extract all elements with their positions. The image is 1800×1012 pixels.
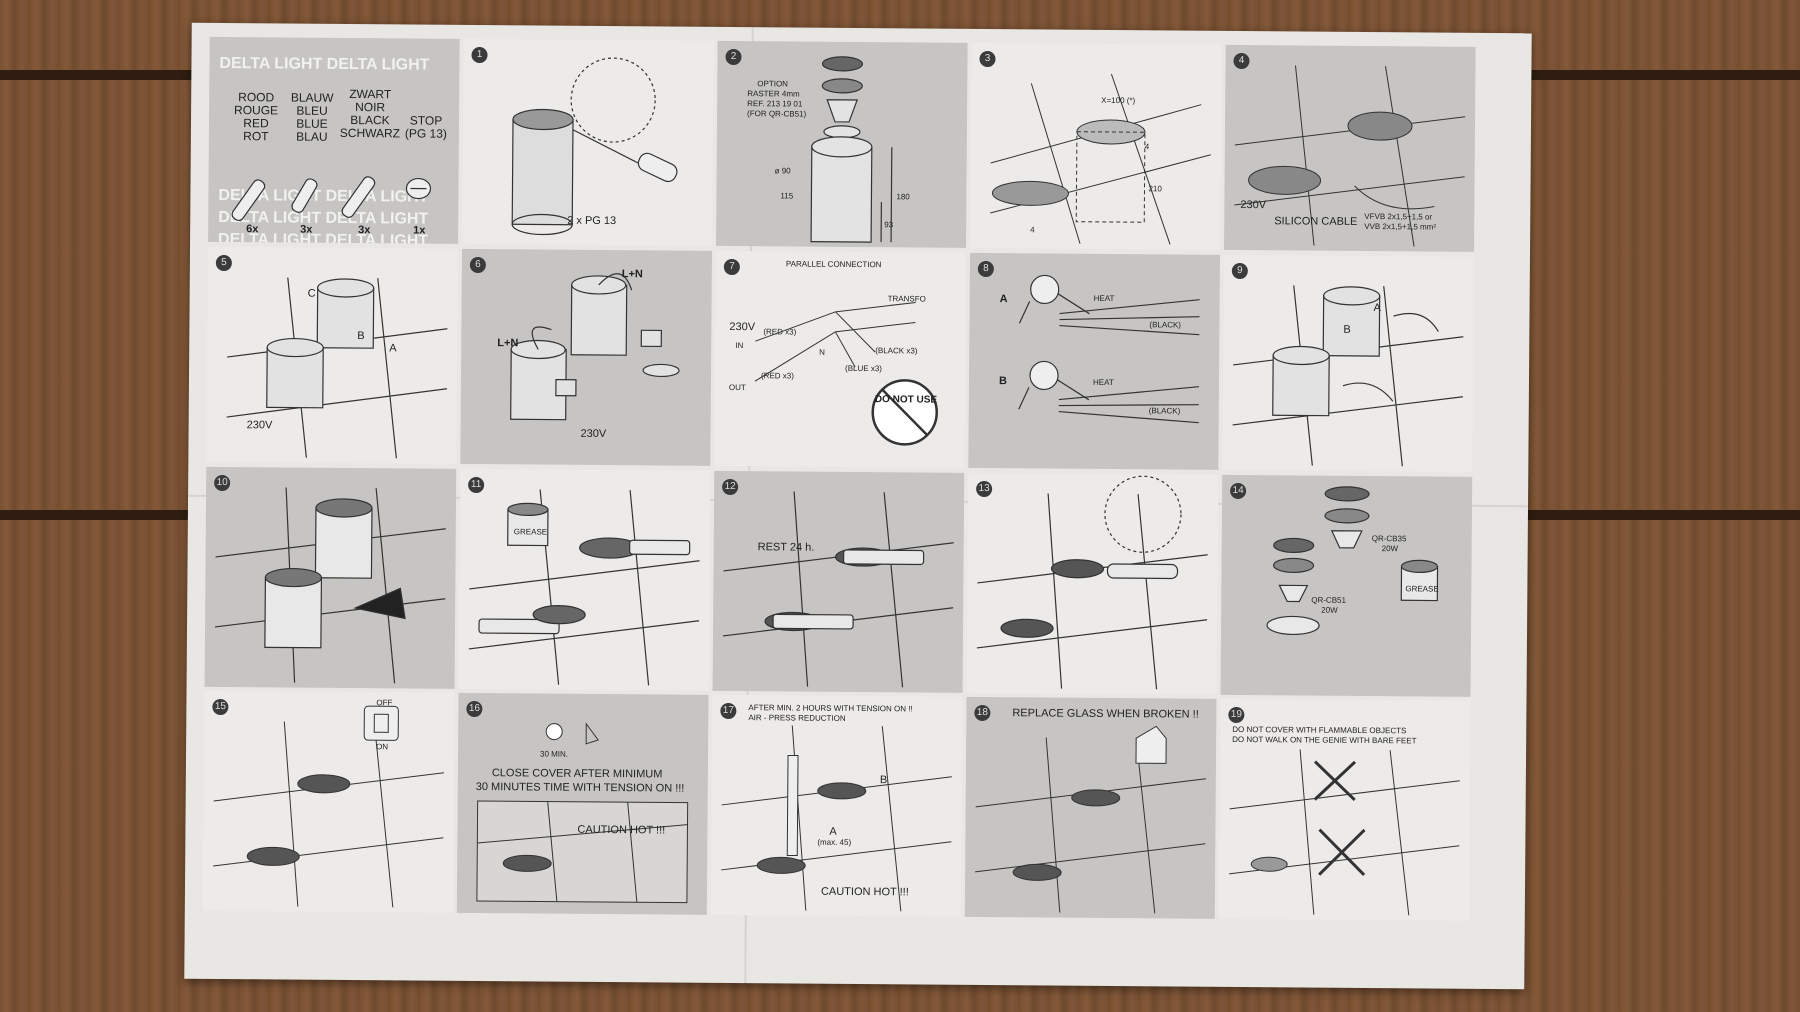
dim-93: 93 <box>884 220 894 230</box>
step-12-panel: 12 REST 24 h. <box>712 470 965 693</box>
black-label-2: (BLACK) <box>1148 406 1181 416</box>
do-not-use-label: DO NOT USE <box>874 394 938 406</box>
step-14-panel: 14 QR-CB35 20W QR-CB51 20W GREASE <box>1220 474 1473 697</box>
step-6-drawing <box>510 273 680 421</box>
watt-label-a: 20W <box>1381 544 1399 554</box>
label-b: B <box>879 774 888 787</box>
step-3-drawing <box>990 73 1211 245</box>
qty-black: 3x <box>358 224 371 237</box>
step-11-drawing <box>468 489 700 686</box>
step-10-drawing <box>214 487 446 684</box>
voltage-label: 230V <box>580 427 607 441</box>
step-17-panel: 17 AFTER MIN. 2 HOURS WITH TENSION ON !!… <box>710 694 963 917</box>
connector-drawings <box>231 176 432 222</box>
grease-label: GREASE <box>1405 584 1439 594</box>
x-dimension: X=100 (*) <box>1101 95 1136 106</box>
qty-blue: 3x <box>300 223 313 236</box>
diameter-label: ø 90 <box>774 166 791 176</box>
step-4-drawing <box>1234 65 1466 247</box>
off-label: OFF <box>376 698 393 708</box>
caution-label: CAUTION HOT !!! <box>577 823 666 837</box>
dim-4b: 4 <box>1030 225 1035 235</box>
label-b: B <box>998 375 1007 388</box>
step-2-drawing <box>810 56 893 243</box>
label-b: B <box>357 330 365 343</box>
step-16-panel: 16 30 MIN. CLOSE COVER AFTER MINIMUM 30 … <box>456 692 709 915</box>
step-14-drawing <box>1266 486 1439 636</box>
step-1-panel: 1 2 x PG 13 <box>462 38 714 246</box>
dim-210: 210 <box>1148 184 1162 194</box>
pg13-label: 2 x PG 13 <box>567 214 617 228</box>
step-16-drawing <box>476 722 689 904</box>
qty-stop: 1x <box>413 224 426 237</box>
step-17-drawing <box>721 725 952 912</box>
qty-red: 6x <box>246 223 259 236</box>
label-a: A <box>1373 302 1381 315</box>
rest-label: REST 24 h. <box>757 541 815 554</box>
step-3-panel: 3 X=100 (*) 4 210 4 <box>970 42 1222 250</box>
step-19-panel: 19 DO NOT COVER WITH FLAMMABLE OBJECTS D… <box>1218 698 1471 921</box>
step-10-panel: 10 <box>204 466 457 689</box>
step-7-drawing <box>754 301 938 446</box>
on-label: ON <box>376 742 389 752</box>
label-a: A <box>999 293 1008 306</box>
label-b: B <box>1343 323 1351 336</box>
step-12-drawing <box>722 491 954 688</box>
qr-cb51-label: QR-CB51 <box>1311 595 1346 605</box>
step-13-panel: 13 <box>966 472 1219 695</box>
dim-4a: 4 <box>1144 142 1150 152</box>
step-19-drawing <box>1229 749 1460 916</box>
label-c: C <box>307 287 316 300</box>
step-9-drawing <box>1232 285 1464 467</box>
step-7-panel: 7 PARALLEL CONNECTION TRANSFO 230V (RED … <box>714 250 966 468</box>
step-18-panel: 18 REPLACE GLASS WHEN BROKEN !! <box>964 696 1217 919</box>
step-5-drawing <box>226 277 448 459</box>
caution-label: CAUTION HOT !!! <box>820 885 909 899</box>
voltage-label: 230V <box>1240 198 1267 212</box>
step-5-panel: 5 C A B 230V <box>206 246 459 464</box>
step-13-drawing <box>976 475 1208 690</box>
ln-label-1: L+N <box>621 268 643 281</box>
grease-label: GREASE <box>513 527 548 537</box>
step-8-panel: 8 A HEAT (BLACK) B HEAT (BLACK) <box>968 252 1220 470</box>
step-18-drawing <box>975 725 1206 914</box>
step-4-panel: 4 230V SILICON CABLE VFVB 2x1,5+1,5 or V… <box>1224 44 1476 252</box>
label-a: A <box>389 342 397 355</box>
label-a: A <box>829 825 837 838</box>
voltage-label: 230V <box>246 419 273 432</box>
step-2-panel: 2 OPTION RASTER 4mm REF. 213 19 01 (FOR … <box>716 40 968 248</box>
legend-panel: DELTA LIGHT DELTA LIGHT DELTA LIGHT DELT… <box>208 36 460 244</box>
step-15-drawing <box>213 705 444 908</box>
ln-label-2: L+N <box>497 337 519 350</box>
heat-label-1: HEAT <box>1093 293 1115 304</box>
black-label-1: (BLACK) <box>1149 320 1182 330</box>
heat-label-2: HEAT <box>1092 377 1114 388</box>
max-angle-label: (max. 45) <box>817 837 852 847</box>
step-6-panel: 6 L+N L+N 230V <box>460 248 712 466</box>
step-8-drawing <box>1018 274 1200 424</box>
cable-spec-2: VVB 2x1,5+1,5 mm² <box>1364 221 1437 232</box>
step-1-drawing <box>511 57 678 236</box>
step-15-panel: 15 OFF ON <box>202 690 455 913</box>
instruction-sheet: DELTA LIGHT DELTA LIGHT DELTA LIGHT DELT… <box>184 22 1532 990</box>
watt-label-b: 20W <box>1321 605 1338 615</box>
step-9-panel: 9 A B <box>1222 254 1474 472</box>
step-11-panel: 11 GREASE <box>458 468 711 691</box>
dim-180: 180 <box>896 192 910 202</box>
qr-cb35-label: QR-CB35 <box>1371 534 1407 544</box>
dim-115: 115 <box>780 191 794 201</box>
cable-spec-1: VFVB 2x1,5+1,5 or <box>1364 211 1433 222</box>
silicon-cable-label: SILICON CABLE <box>1274 215 1358 228</box>
